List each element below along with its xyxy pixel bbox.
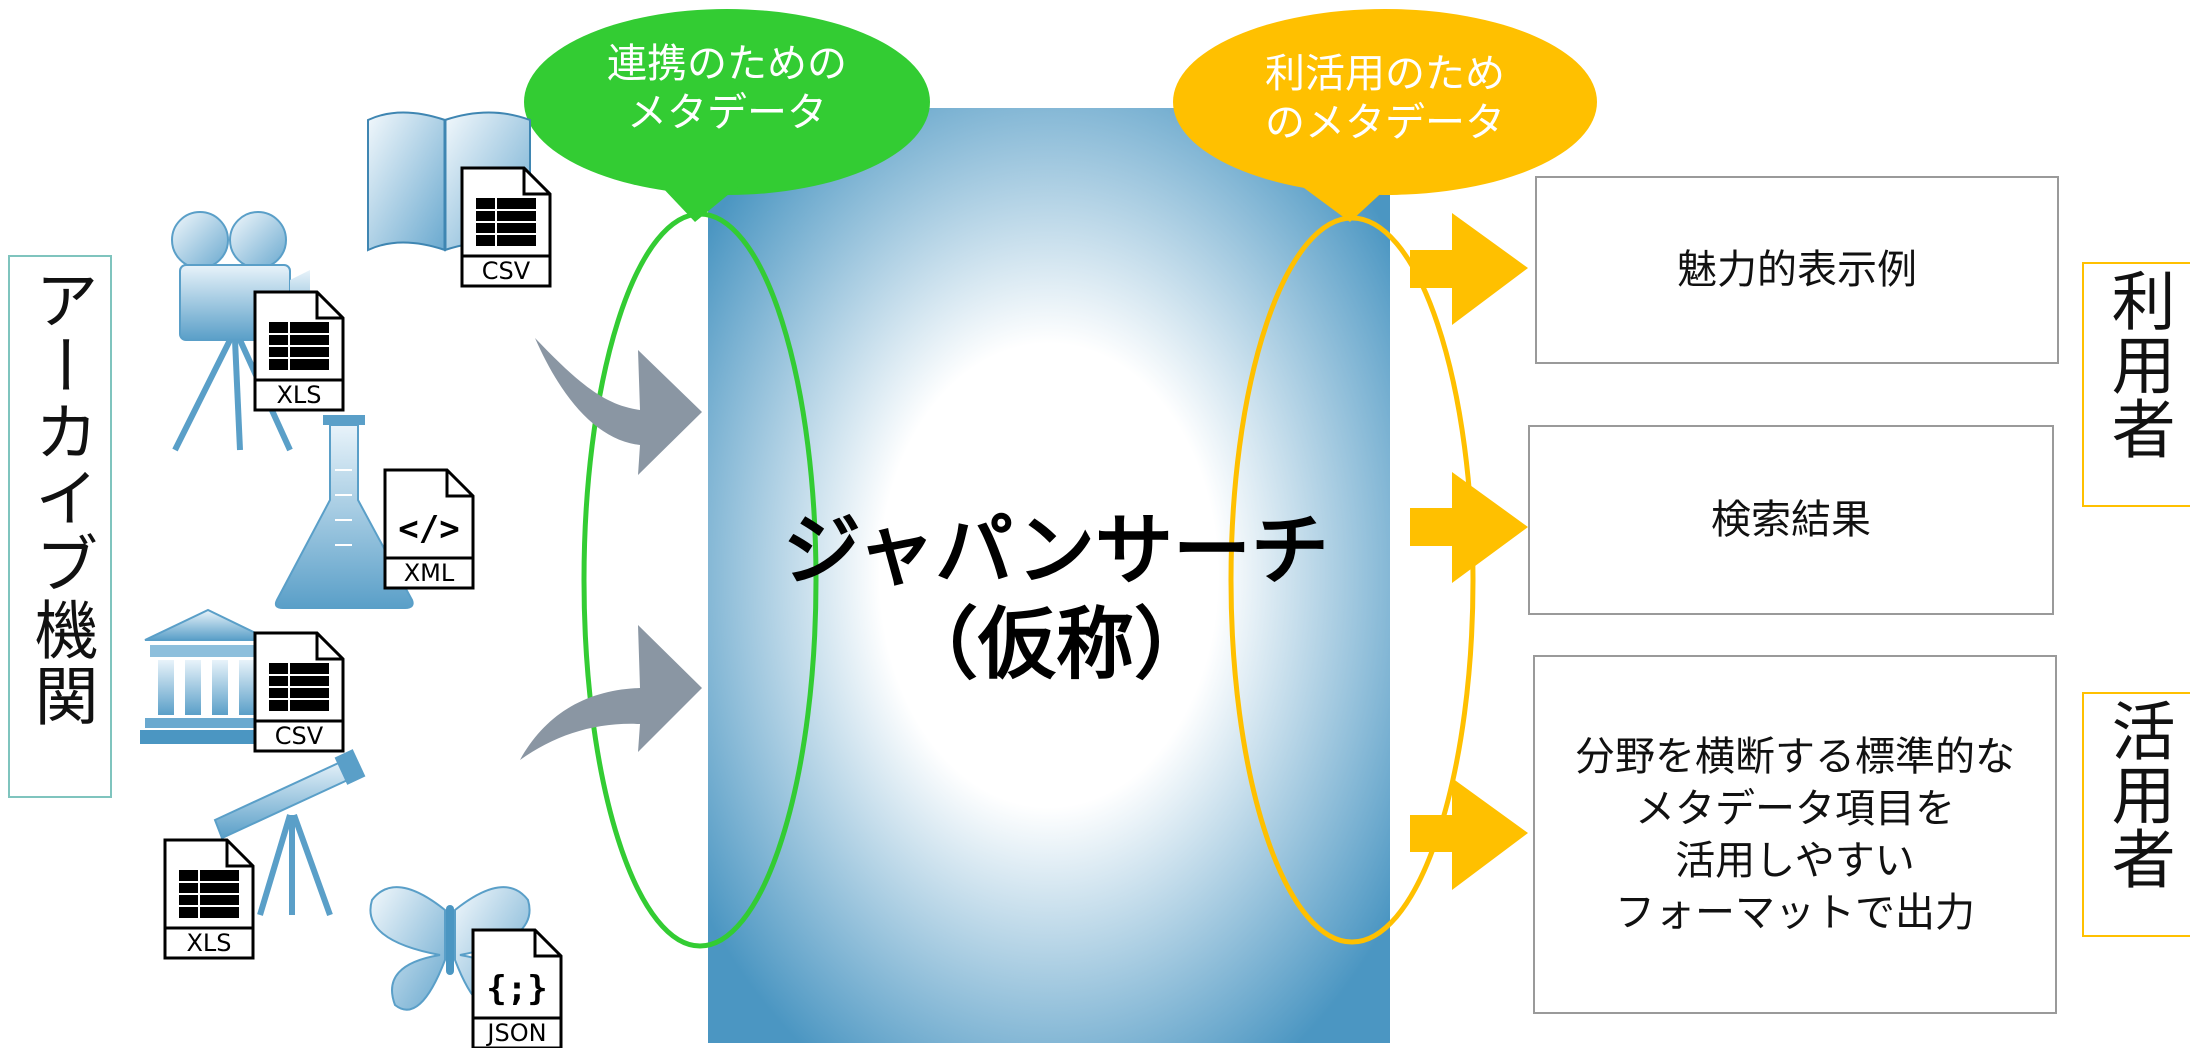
- file-label: CSV: [275, 722, 324, 750]
- file-label: CSV: [482, 257, 531, 285]
- xml-file-icon: </> XML: [383, 468, 475, 590]
- json-file-icon: {;} JSON: [471, 928, 563, 1048]
- utilizers-label-text: 活用者: [2100, 698, 2175, 890]
- output-box-3-line3: 活用しやすい: [1675, 837, 1915, 884]
- archive-label-text: アーカイブ機関: [23, 267, 98, 729]
- utilizers-label: 活用者: [2082, 692, 2190, 937]
- link-metadata-ring: [581, 211, 819, 949]
- output-box-search-results: 検索結果: [1528, 425, 2054, 615]
- file-label: XLS: [186, 929, 231, 957]
- japan-search-title: ジャパンサーチ （仮称）: [706, 505, 1406, 692]
- file-label: XLS: [276, 381, 321, 409]
- use-metadata-bubble: [1173, 9, 1597, 222]
- output-box-attractive-display: 魅力的表示例: [1535, 176, 2059, 364]
- svg-text:</>: </>: [398, 509, 459, 549]
- use-metadata-line2: のメタデータ: [1265, 99, 1505, 146]
- museum-icon: [140, 608, 278, 744]
- output-box-3-line4: フォーマットで出力: [1615, 889, 1975, 936]
- csv-file-icon: CSV: [253, 631, 345, 753]
- telescope-icon: [213, 749, 366, 917]
- csv-file-icon: CSV: [460, 166, 552, 288]
- input-arrow-lower: [520, 625, 702, 760]
- flask-icon: [274, 415, 414, 609]
- output-box-3-line1: 分野を横断する標準的な: [1575, 733, 2015, 780]
- users-label-text: 利用者: [2100, 268, 2175, 460]
- japan-search-title-line1: ジャパンサーチ: [782, 506, 1329, 596]
- output-arrow-2: [1410, 472, 1528, 583]
- file-label: JSON: [485, 1019, 546, 1047]
- output-box-export-format: 分野を横断する標準的な メタデータ項目を 活用しやすい フォーマットで出力: [1533, 655, 2057, 1014]
- output-box-2-text: 検索結果: [1711, 497, 1871, 543]
- use-metadata-ring: [1228, 215, 1476, 945]
- movie-camera-icon: [171, 211, 310, 452]
- xls-file-icon: XLS: [163, 838, 255, 960]
- use-metadata-line1: 利活用のため: [1265, 51, 1505, 97]
- link-metadata-bubble: [524, 9, 930, 222]
- input-arrow-upper: [535, 338, 702, 475]
- archive-institutions-label: アーカイブ機関: [8, 255, 112, 798]
- users-label: 利用者: [2082, 262, 2190, 507]
- japan-search-title-line2: （仮称）: [899, 599, 1212, 690]
- link-metadata-line1: 連携のための: [607, 41, 847, 87]
- svg-text:{;}: {;}: [486, 969, 547, 1009]
- output-box-1-text: 魅力的表示例: [1677, 247, 1917, 293]
- link-metadata-line2: メタデータ: [627, 89, 827, 136]
- output-arrow-1: [1410, 213, 1528, 325]
- use-metadata-text: 利活用のため のメタデータ: [1210, 50, 1560, 148]
- link-metadata-text: 連携のための メタデータ: [557, 40, 897, 138]
- xls-file-icon: XLS: [253, 290, 345, 412]
- output-box-3-line2: メタデータ項目を: [1635, 785, 1955, 832]
- output-arrow-3: [1410, 778, 1528, 890]
- japan-search-panel: [708, 108, 1390, 1043]
- file-label: XML: [404, 559, 455, 587]
